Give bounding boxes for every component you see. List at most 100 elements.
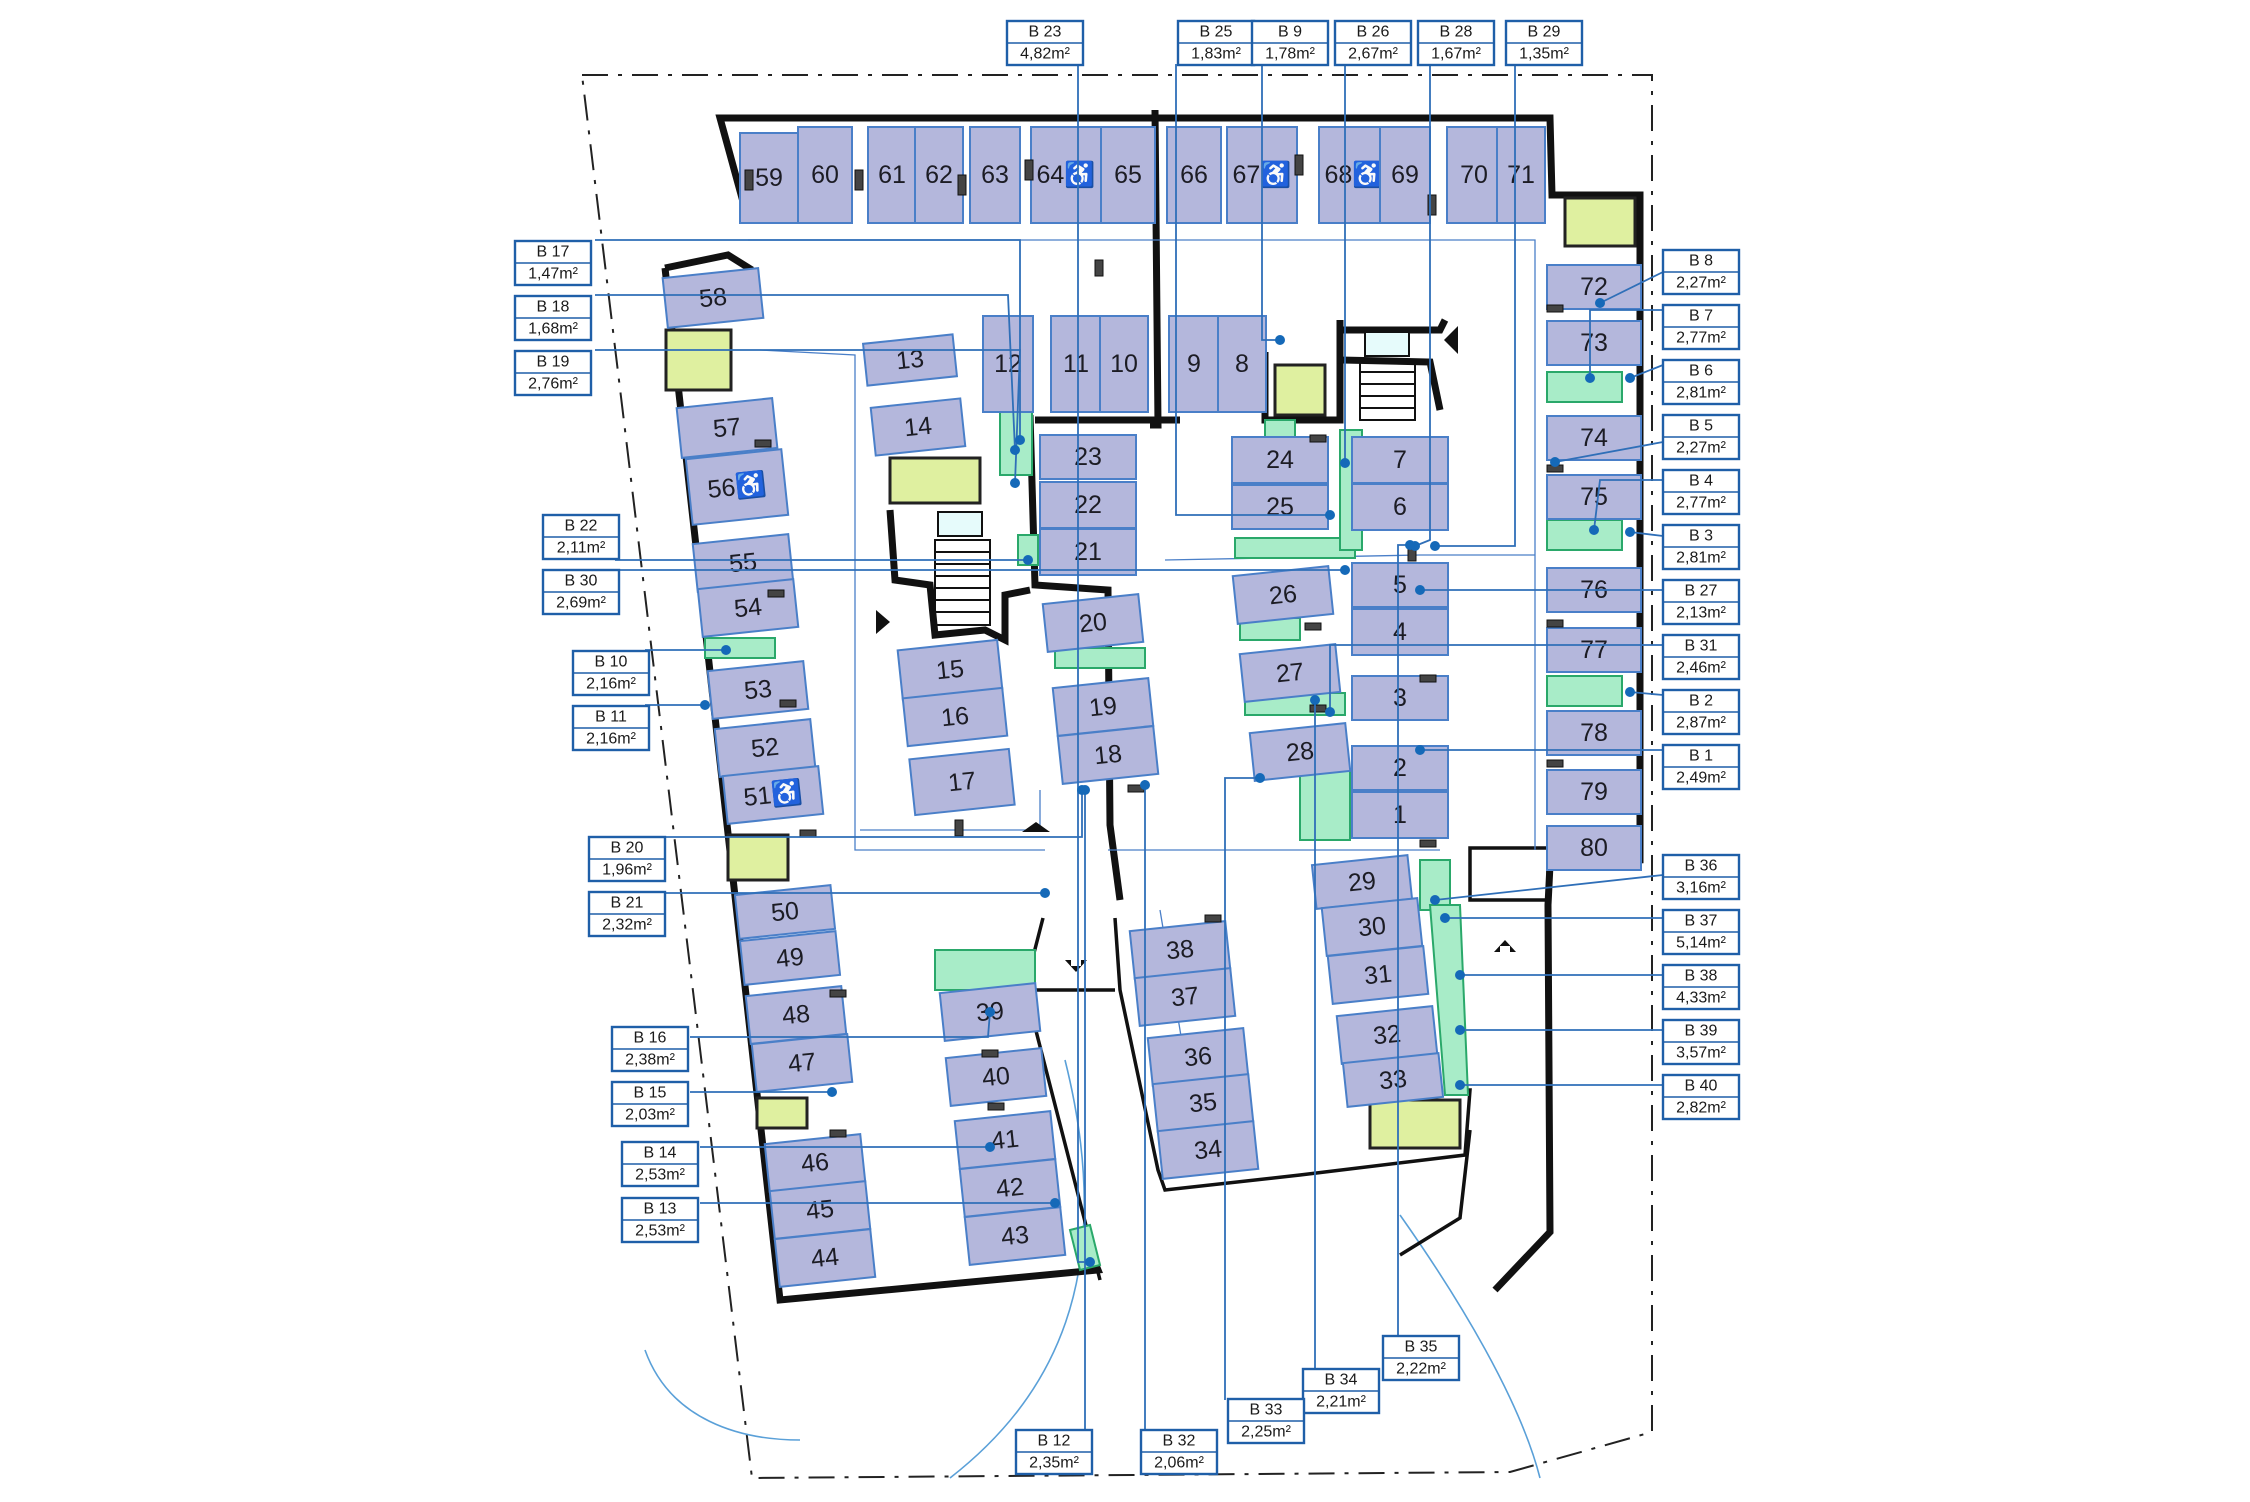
storage-label-b27[interactable]: B 272,13m² <box>1661 578 1741 626</box>
storage-label-b37[interactable]: B 375,14m² <box>1661 908 1741 956</box>
parking-spot-69[interactable]: 69 <box>1379 126 1431 224</box>
storage-label-b38[interactable]: B 384,33m² <box>1661 963 1741 1011</box>
parking-spot-64[interactable]: 64♿ <box>1030 126 1102 224</box>
parking-spot-37[interactable]: 37 <box>1133 967 1237 1027</box>
parking-spot-52[interactable]: 52 <box>713 718 817 778</box>
parking-spot-22[interactable]: 22 <box>1039 481 1137 529</box>
parking-spot-71[interactable]: 71 <box>1496 126 1546 224</box>
storage-label-b30[interactable]: B 302,69m² <box>541 568 621 616</box>
storage-label-b11[interactable]: B 112,16m² <box>571 704 651 752</box>
storage-label-b8[interactable]: B 82,27m² <box>1661 248 1741 296</box>
parking-spot-28[interactable]: 28 <box>1248 722 1352 782</box>
parking-spot-46[interactable]: 46 <box>763 1133 867 1193</box>
storage-label-b6[interactable]: B 62,81m² <box>1661 358 1741 406</box>
parking-spot-63[interactable]: 63 <box>969 126 1021 224</box>
parking-spot-2[interactable]: 2 <box>1351 745 1449 791</box>
storage-label-b40[interactable]: B 402,82m² <box>1661 1073 1741 1121</box>
storage-label-b21[interactable]: B 212,32m² <box>587 890 667 938</box>
storage-label-b10[interactable]: B 102,16m² <box>571 649 651 697</box>
parking-spot-44[interactable]: 44 <box>773 1228 877 1288</box>
storage-label-b22[interactable]: B 222,11m² <box>541 513 621 561</box>
parking-spot-70[interactable]: 70 <box>1446 126 1502 224</box>
storage-label-b33[interactable]: B 332,25m² <box>1226 1397 1306 1445</box>
parking-spot-53[interactable]: 53 <box>706 660 810 720</box>
parking-spot-80[interactable]: 80 <box>1546 825 1642 871</box>
parking-spot-21[interactable]: 21 <box>1039 528 1137 576</box>
parking-spot-33[interactable]: 33 <box>1341 1052 1445 1108</box>
storage-label-b16[interactable]: B 162,38m² <box>610 1025 690 1073</box>
storage-label-b19[interactable]: B 192,76m² <box>513 349 593 397</box>
parking-spot-57[interactable]: 57 <box>675 397 779 459</box>
parking-spot-14[interactable]: 14 <box>869 397 967 457</box>
storage-label-b25[interactable]: B 251,83m² <box>1176 19 1256 67</box>
storage-label-b14[interactable]: B 142,53m² <box>620 1140 700 1188</box>
parking-spot-27[interactable]: 27 <box>1238 643 1342 703</box>
parking-spot-36[interactable]: 36 <box>1146 1027 1250 1087</box>
storage-label-b28[interactable]: B 281,67m² <box>1416 19 1496 67</box>
parking-spot-51[interactable]: 51♿ <box>721 765 825 825</box>
parking-spot-77[interactable]: 77 <box>1546 627 1642 673</box>
parking-spot-7[interactable]: 7 <box>1351 436 1449 484</box>
parking-spot-20[interactable]: 20 <box>1041 593 1145 653</box>
storage-label-b9[interactable]: B 91,78m² <box>1250 19 1330 67</box>
storage-label-b15[interactable]: B 152,03m² <box>610 1080 690 1128</box>
parking-spot-4[interactable]: 4 <box>1351 608 1449 656</box>
storage-label-b26[interactable]: B 262,67m² <box>1333 19 1413 67</box>
parking-spot-32[interactable]: 32 <box>1335 1005 1439 1065</box>
parking-spot-31[interactable]: 31 <box>1326 945 1430 1005</box>
parking-spot-9[interactable]: 9 <box>1168 315 1220 413</box>
parking-spot-61[interactable]: 61 <box>867 126 917 224</box>
parking-spot-26[interactable]: 26 <box>1231 565 1335 625</box>
storage-label-b1[interactable]: B 12,49m² <box>1661 743 1741 791</box>
parking-spot-59[interactable]: 59 <box>739 132 799 224</box>
storage-label-b29[interactable]: B 291,35m² <box>1504 19 1584 67</box>
parking-spot-58[interactable]: 58 <box>661 267 765 329</box>
parking-spot-17[interactable]: 17 <box>908 747 1016 817</box>
parking-spot-12[interactable]: 12 <box>982 315 1034 413</box>
parking-spot-5[interactable]: 5 <box>1351 562 1449 608</box>
parking-spot-38[interactable]: 38 <box>1128 920 1232 980</box>
storage-label-b7[interactable]: B 72,77m² <box>1661 303 1741 351</box>
parking-spot-3[interactable]: 3 <box>1351 675 1449 721</box>
storage-label-b2[interactable]: B 22,87m² <box>1661 688 1741 736</box>
storage-label-b31[interactable]: B 312,46m² <box>1661 633 1741 681</box>
parking-spot-16[interactable]: 16 <box>901 686 1009 748</box>
storage-label-b39[interactable]: B 393,57m² <box>1661 1018 1741 1066</box>
parking-spot-49[interactable]: 49 <box>738 930 842 986</box>
parking-spot-43[interactable]: 43 <box>963 1206 1067 1266</box>
storage-label-b35[interactable]: B 352,22m² <box>1381 1334 1461 1382</box>
parking-spot-13[interactable]: 13 <box>861 333 959 387</box>
parking-spot-18[interactable]: 18 <box>1056 725 1160 785</box>
parking-spot-73[interactable]: 73 <box>1546 320 1642 366</box>
parking-spot-68[interactable]: 68♿ <box>1318 126 1390 224</box>
parking-spot-25[interactable]: 25 <box>1231 484 1329 530</box>
parking-spot-78[interactable]: 78 <box>1546 710 1642 756</box>
storage-label-b3[interactable]: B 32,81m² <box>1661 523 1741 571</box>
parking-spot-56[interactable]: 56♿ <box>684 448 790 526</box>
storage-label-b34[interactable]: B 342,21m² <box>1301 1367 1381 1415</box>
storage-label-b4[interactable]: B 42,77m² <box>1661 468 1741 516</box>
parking-spot-47[interactable]: 47 <box>750 1033 854 1093</box>
parking-spot-24[interactable]: 24 <box>1231 436 1329 484</box>
parking-spot-54[interactable]: 54 <box>696 578 800 638</box>
parking-spot-6[interactable]: 6 <box>1351 483 1449 531</box>
parking-spot-65[interactable]: 65 <box>1100 126 1156 224</box>
parking-spot-8[interactable]: 8 <box>1217 315 1267 413</box>
storage-label-b12[interactable]: B 122,35m² <box>1014 1428 1094 1476</box>
storage-label-b36[interactable]: B 363,16m² <box>1661 853 1741 901</box>
parking-spot-10[interactable]: 10 <box>1099 315 1149 413</box>
parking-spot-62[interactable]: 62 <box>914 126 964 224</box>
parking-spot-11[interactable]: 11 <box>1050 315 1102 413</box>
storage-label-b5[interactable]: B 52,27m² <box>1661 413 1741 461</box>
parking-spot-23[interactable]: 23 <box>1039 434 1137 480</box>
parking-spot-79[interactable]: 79 <box>1546 769 1642 815</box>
parking-spot-34[interactable]: 34 <box>1156 1120 1260 1180</box>
storage-label-b20[interactable]: B 201,96m² <box>587 835 667 883</box>
storage-label-b32[interactable]: B 322,06m² <box>1139 1428 1219 1476</box>
parking-spot-75[interactable]: 75 <box>1546 474 1642 520</box>
parking-spot-29[interactable]: 29 <box>1310 854 1414 910</box>
parking-spot-45[interactable]: 45 <box>768 1180 872 1240</box>
parking-spot-50[interactable]: 50 <box>733 884 837 940</box>
storage-label-b13[interactable]: B 132,53m² <box>620 1196 700 1244</box>
parking-spot-74[interactable]: 74 <box>1546 415 1642 461</box>
